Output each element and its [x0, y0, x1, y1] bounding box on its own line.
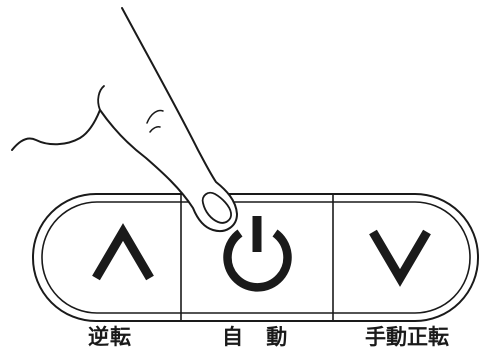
button-panel-outer	[32, 193, 479, 322]
reverse-button[interactable]	[44, 203, 180, 311]
pointing-hand-icon	[11, 7, 238, 232]
chevron-up-icon	[92, 223, 154, 281]
button-panel-inner	[41, 201, 471, 314]
auto-label: 自 動	[222, 325, 296, 349]
manual-forward-label: 手動正転	[365, 325, 449, 349]
reverse-label: 逆転	[88, 325, 132, 349]
chevron-down-icon	[369, 229, 431, 287]
manual-forward-button[interactable]	[334, 203, 469, 311]
power-icon	[223, 216, 292, 292]
auto-button[interactable]	[183, 203, 332, 311]
